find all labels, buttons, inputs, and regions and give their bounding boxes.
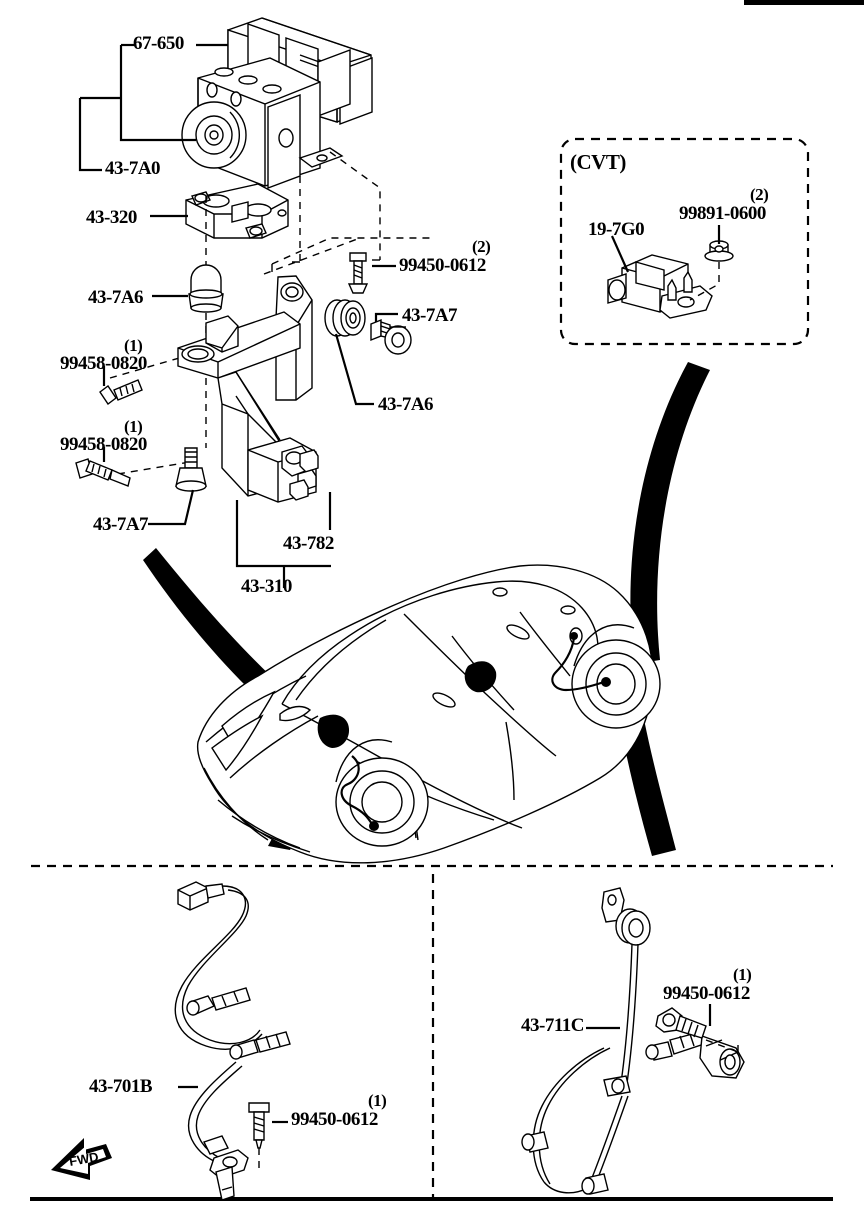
vehicle-front-sensor-wire xyxy=(340,755,379,831)
cvt-inset-box xyxy=(559,137,810,346)
rubber-mount-right-drawing xyxy=(324,299,366,337)
front-sensor-drawing xyxy=(174,881,291,1201)
leader-43-7A7-lower xyxy=(148,489,195,526)
label-43-7A7-right: 43-7A7 xyxy=(402,305,458,326)
label-43-782: 43-782 xyxy=(283,533,334,554)
label-99450-0612-top: 99450-0612 xyxy=(399,255,486,276)
leader-43-7A0 xyxy=(78,96,196,172)
fwd-arrow-icon: FWD xyxy=(51,1138,112,1180)
label-43-7A6-right: 43-7A6 xyxy=(378,394,434,415)
bolt-99458-lower-drawing xyxy=(75,458,131,487)
label-99891-0600: 99891-0600 xyxy=(679,203,766,224)
vehicle-rear-sensor-wire xyxy=(551,632,611,692)
vehicle-illustration-drawing xyxy=(196,564,661,864)
leader-43-7A6-right xyxy=(334,333,374,406)
label-43-711C: 43-711C xyxy=(521,1015,585,1036)
leader-19-7G0 xyxy=(610,235,630,273)
svg-text:FWD: FWD xyxy=(68,1149,100,1169)
bolt-99458-upper-drawing xyxy=(99,379,143,406)
label-19-7G0: 19-7G0 xyxy=(588,219,645,240)
location-marker-abs-unit xyxy=(317,714,350,748)
cvt-inset-title: (CVT) xyxy=(570,150,626,174)
qty-99458-0820-lower: (1) xyxy=(124,417,143,436)
bottom-rule xyxy=(30,1197,833,1201)
qty-99450-0612-bottom-left: (1) xyxy=(368,1091,387,1110)
label-99458-0820-upper: 99458-0820 xyxy=(60,353,147,374)
bolt-99450-drawing xyxy=(347,252,369,294)
leader-43-7A7-right xyxy=(374,312,398,322)
leader-67-650 xyxy=(119,43,228,98)
qty-99891-0600: (2) xyxy=(750,185,769,204)
label-99450-0612-bottom-right: 99450-0612 xyxy=(663,983,750,1004)
label-43-310: 43-310 xyxy=(241,576,292,597)
cvt-nut-dashed xyxy=(689,262,720,301)
bush-43-7A7-lower-drawing xyxy=(175,447,207,492)
qty-99450-0612-bottom-right: (1) xyxy=(733,965,752,984)
rear-sensor-drawing xyxy=(521,887,745,1195)
label-43-7A7-lower: 43-7A7 xyxy=(93,514,149,535)
label-99458-0820-lower: 99458-0820 xyxy=(60,434,147,455)
qty-99458-0820-upper: (1) xyxy=(124,336,143,355)
label-99450-0612-bottom-left: 99450-0612 xyxy=(291,1109,378,1130)
bush-43-7A7-right-drawing xyxy=(370,318,412,355)
qty-99450-0612-top: (2) xyxy=(472,237,491,256)
label-43-320: 43-320 xyxy=(86,207,137,228)
abs-mount-plate-drawing xyxy=(185,183,289,239)
bolt-dashed-bottom-right xyxy=(705,1039,739,1063)
assembly-corner-ticks xyxy=(271,259,380,272)
callout-arc-right-upper xyxy=(630,362,710,664)
label-43-7A0: 43-7A0 xyxy=(105,158,161,179)
bolt-99450-bottom-right-drawing xyxy=(655,1007,707,1039)
label-43-701B: 43-701B xyxy=(89,1076,153,1097)
location-marker-g-sensor xyxy=(464,661,497,693)
label-67-650: 67-650 xyxy=(133,33,184,54)
leader-43-310 xyxy=(235,500,331,588)
top-edge-mark xyxy=(744,0,864,5)
label-43-7A6-upper: 43-7A6 xyxy=(88,287,144,308)
cvt-g-sensor-drawing xyxy=(607,254,713,319)
bolt-99450-bottom-left-drawing xyxy=(248,1102,270,1149)
cvt-nut-drawing xyxy=(704,240,734,262)
rubber-mount-upper-drawing xyxy=(188,264,224,313)
abs-bracket-drawing xyxy=(177,275,319,503)
